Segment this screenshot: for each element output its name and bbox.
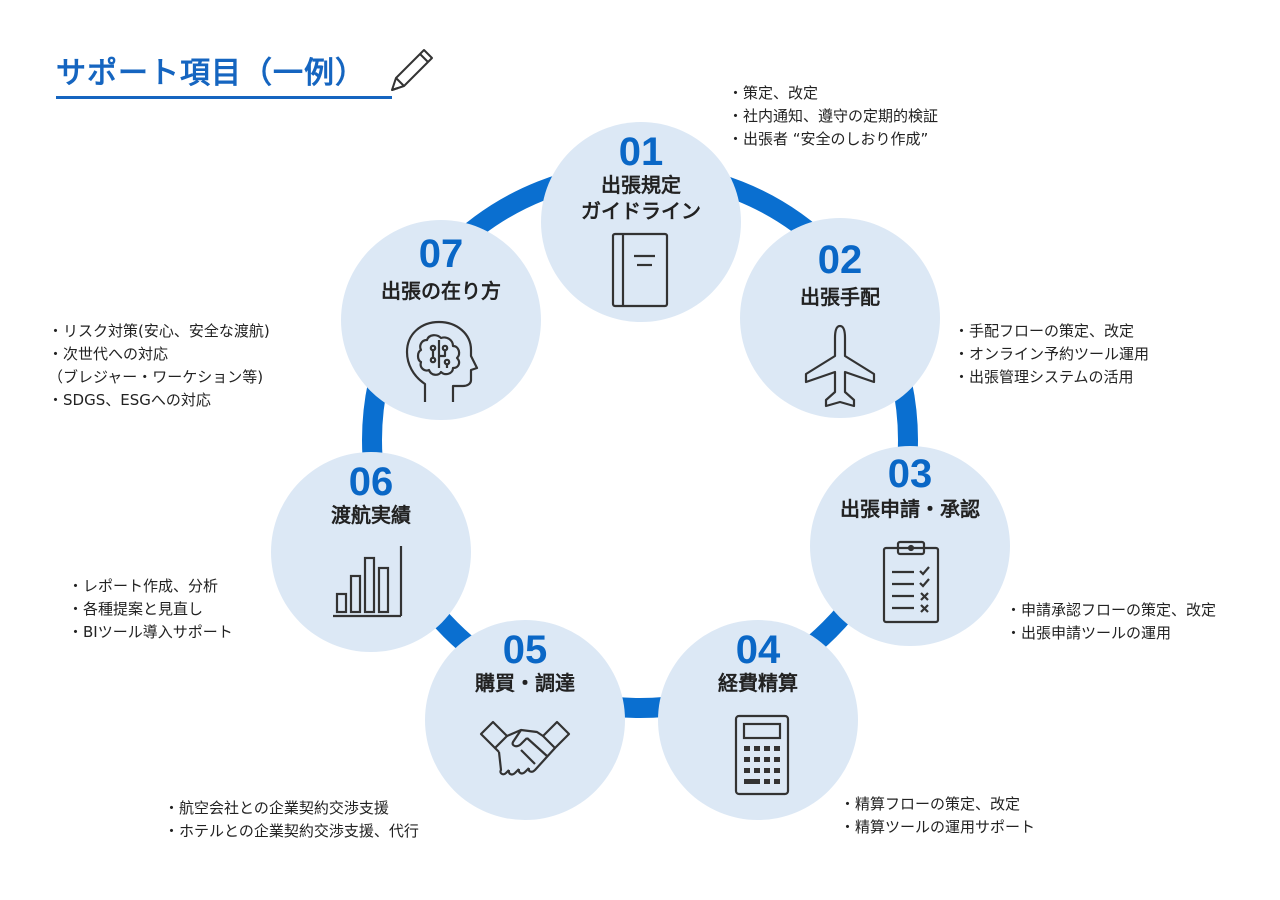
pencil-icon — [391, 49, 433, 91]
handshake-icon — [479, 720, 571, 776]
node-01: 01 出張規定 ガイドライン — [541, 122, 741, 322]
bullet-item: ・社内通知、遵守の定期的検証 — [728, 107, 939, 125]
ai-brain-head-icon — [405, 320, 479, 402]
node-label-line1: 出張の在り方 — [381, 279, 501, 303]
bullet-item: ・申請承認フローの策定、改定 — [1006, 601, 1217, 619]
title-underline — [56, 96, 392, 99]
bullets-06: ・レポート作成、分析 ・各種提案と見直し ・BIツール導入サポート — [68, 575, 233, 644]
bullets-03: ・申請承認フローの策定、改定 ・出張申請ツールの運用 — [1006, 599, 1216, 645]
node-label-line2: ガイドライン — [581, 199, 701, 223]
node-label-line1: 購買・調達 — [475, 671, 575, 695]
bullets-02: ・手配フローの策定、改定 ・オンライン予約ツール運用 ・出張管理システムの活用 — [954, 320, 1149, 389]
node-05: 05 購買・調達 — [425, 620, 625, 820]
bullet-item: ・リスク対策(安心、安全な渡航) — [48, 322, 270, 340]
bullet-item: ・オンライン予約ツール運用 — [954, 345, 1150, 363]
bullet-item: ・BIツール導入サポート — [68, 623, 233, 641]
bullets-01: ・策定、改定 ・社内通知、遵守の定期的検証 ・出張者 “安全のしおり作成” — [728, 82, 938, 151]
bullet-item: ・策定、改定 — [728, 84, 819, 102]
bullet-item: ・SDGS、ESGへの対応 — [48, 391, 211, 409]
node-number: 05 — [502, 628, 548, 672]
node-label-line1: 経費精算 — [718, 671, 798, 695]
bullet-item: ・精算フローの策定、改定 — [840, 795, 1021, 813]
node-label-line1: 渡航実績 — [331, 503, 411, 527]
node-number: 03 — [887, 452, 933, 496]
bullets-04: ・精算フローの策定、改定 ・精算ツールの運用サポート — [840, 793, 1035, 839]
calculator-icon — [734, 714, 790, 796]
bullet-item: ・精算ツールの運用サポート — [840, 818, 1036, 836]
bullet-item: ・ホテルとの企業契約交渉支援、代行 — [164, 822, 419, 840]
guidebook-icon — [611, 232, 669, 308]
node-label-line1: 出張規定 — [601, 173, 681, 197]
bullet-item: ・航空会社との企業契約交渉支援 — [164, 799, 389, 817]
airplane-icon — [804, 324, 876, 408]
bullet-item: ・手配フローの策定、改定 — [954, 322, 1135, 340]
bullets-07: ・リスク対策(安心、安全な渡航) ・次世代への対応 （ブレジャー・ワーケション等… — [48, 320, 270, 412]
page-title: サポート項目（一例） — [56, 56, 366, 91]
node-number: 07 — [418, 232, 464, 276]
node-number: 02 — [817, 238, 863, 282]
node-number: 04 — [735, 628, 781, 672]
node-label-line1: 出張手配 — [800, 285, 880, 309]
bullet-item: （ブレジャー・ワーケション等) — [48, 368, 264, 386]
bullet-item: ・各種提案と見直し — [68, 600, 204, 618]
checklist-clipboard-icon — [882, 540, 940, 624]
node-03: 03 出張申請・承認 — [810, 446, 1010, 646]
bullet-item: ・出張管理システムの活用 — [954, 368, 1134, 386]
bullets-05: ・航空会社との企業契約交渉支援 ・ホテルとの企業契約交渉支援、代行 — [164, 797, 419, 843]
node-number: 06 — [348, 460, 394, 504]
page-title-area: サポート項目（一例） — [56, 48, 392, 99]
bullet-item: ・出張申請ツールの運用 — [1006, 624, 1172, 642]
bullet-item: ・レポート作成、分析 — [68, 577, 219, 595]
bar-chart-icon — [333, 546, 403, 618]
node-06: 06 渡航実績 — [271, 452, 471, 652]
node-07: 07 出張の在り方 — [341, 220, 541, 420]
bullet-item: ・次世代への対応 — [48, 345, 169, 363]
node-04: 04 経費精算 — [658, 620, 858, 820]
node-label-line1: 出張申請・承認 — [840, 497, 980, 521]
node-number: 01 — [618, 130, 664, 174]
node-02: 02 出張手配 — [740, 218, 940, 418]
bullet-item: ・出張者 “安全のしおり作成” — [728, 130, 929, 148]
